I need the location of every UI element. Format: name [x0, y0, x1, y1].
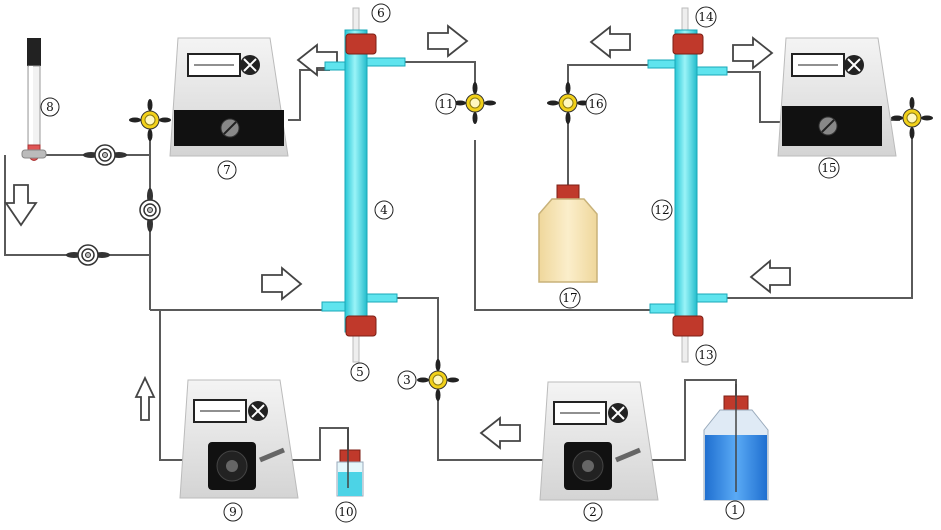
pump-15: [777, 37, 897, 157]
svg-text:1: 1: [731, 503, 739, 517]
arrow-left-col12-top: [589, 25, 631, 59]
label-15: 15: [818, 157, 840, 179]
svg-text:15: 15: [821, 161, 836, 175]
label-4: 4: [374, 200, 394, 220]
svg-text:17: 17: [562, 291, 577, 305]
label-2: 2: [583, 502, 603, 522]
sample-tube-8: [21, 38, 47, 161]
label-17: 17: [559, 287, 581, 309]
bottle-1: [703, 384, 769, 501]
number-labels: 1 2 3 4 5 6 7 8: [40, 3, 840, 523]
label-1: 1: [725, 500, 745, 520]
arrow-right-pump15: [732, 36, 774, 70]
column-4-top-cap: [345, 33, 377, 55]
connector-bottom: [65, 244, 111, 266]
pump-2: [539, 381, 659, 501]
column-4-bottom-cap: [345, 315, 377, 337]
arrow-down-left: [4, 184, 38, 227]
column-12: [647, 7, 728, 363]
svg-text:16: 16: [588, 97, 603, 111]
label-9: 9: [223, 502, 243, 522]
pump-7: [169, 37, 289, 157]
svg-text:14: 14: [698, 10, 714, 24]
svg-text:10: 10: [338, 505, 353, 519]
svg-text:9: 9: [229, 505, 237, 519]
svg-text:7: 7: [223, 163, 231, 177]
label-3: 3: [397, 370, 417, 390]
label-5: 5: [350, 362, 370, 382]
svg-text:2: 2: [589, 505, 597, 519]
label-12: 12: [651, 199, 673, 221]
flow-arrows: [4, 24, 791, 450]
connector-top: [82, 144, 128, 166]
column-4: [321, 7, 406, 363]
arrow-right-col4-top: [427, 24, 469, 58]
svg-text:3: 3: [403, 373, 411, 387]
label-14: 14: [695, 6, 717, 28]
valve-16: [546, 81, 590, 125]
valve-7-inlet: [128, 98, 172, 142]
column-12-bottom-cap: [672, 315, 704, 337]
arrow-left-col12-bottom: [749, 259, 791, 294]
connector-middle: [139, 187, 161, 233]
svg-text:4: 4: [380, 203, 388, 217]
label-16: 16: [585, 93, 607, 115]
svg-text:12: 12: [654, 203, 669, 217]
valve-15-outlet: [890, 96, 934, 140]
label-10: 10: [335, 501, 357, 523]
valve-11: [453, 81, 497, 125]
vial-10: [336, 428, 364, 497]
valve-3: [416, 358, 460, 402]
arrow-left-pump2: [479, 416, 521, 450]
label-6: 6: [371, 3, 391, 23]
label-8: 8: [40, 97, 60, 117]
pump-9: [179, 379, 299, 499]
arrow-right-col4-bottom: [261, 266, 303, 301]
svg-text:11: 11: [438, 97, 453, 111]
label-11: 11: [435, 93, 457, 115]
column-12-top-cap: [672, 33, 704, 55]
bottle-17: [538, 184, 598, 283]
svg-text:5: 5: [356, 365, 364, 379]
svg-text:8: 8: [46, 100, 54, 114]
label-7: 7: [217, 160, 237, 180]
svg-text:13: 13: [698, 348, 713, 362]
label-13: 13: [695, 344, 717, 366]
arrow-up-pump9: [134, 375, 156, 421]
svg-text:6: 6: [377, 6, 385, 20]
